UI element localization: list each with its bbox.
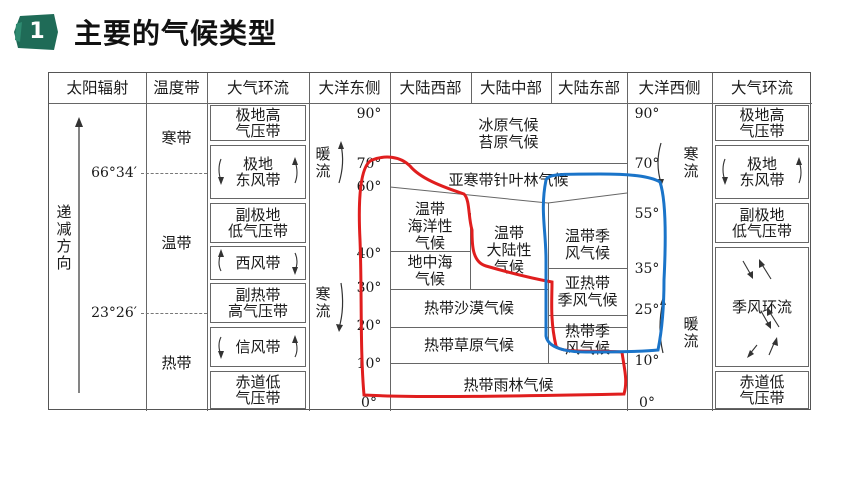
badge-shape-icon xyxy=(14,14,58,50)
climate-ice-tundra: 冰原气候 苔原气候 xyxy=(478,116,539,151)
page-title: 主要的气候类型 xyxy=(74,17,278,50)
westerly-left: 西风带 xyxy=(210,246,306,280)
arctic-circle-line xyxy=(141,173,207,174)
zone-temperate: 温带 xyxy=(161,233,192,252)
climate-temperate-continental: 温带 大陆性 气候 xyxy=(486,223,532,276)
col-divider xyxy=(551,73,552,103)
header-continent-west: 大陆西部 xyxy=(399,78,462,97)
col-divider xyxy=(207,73,208,411)
subtropical-high-left: 副热带 高气压带 xyxy=(210,283,306,323)
tropic-label: 23°26′ xyxy=(91,304,137,321)
lat-right-90: 90° xyxy=(634,105,660,122)
zone-tropical: 热带 xyxy=(161,353,192,372)
zone-cold: 寒带 xyxy=(161,128,192,147)
lat-right-25: 25° xyxy=(634,301,660,318)
lat-left-20: 20° xyxy=(356,317,382,334)
header-temperature-zone: 温度带 xyxy=(153,78,200,97)
line-70 xyxy=(390,163,627,164)
section-number-badge: 1 xyxy=(14,12,60,52)
polar-easterly-label: 极地 东风带 xyxy=(235,155,281,189)
lat-left-40: 40° xyxy=(356,245,382,262)
polar-easterly-left: 极地 东风带 xyxy=(210,145,306,199)
cold-current-east-label: 寒 流 xyxy=(315,285,331,320)
col-divider xyxy=(390,73,391,103)
monsoon-label: 季风环流 xyxy=(731,298,792,316)
equatorial-low-right: 赤道低 气压带 xyxy=(715,371,809,409)
monsoon-right: 季风环流 xyxy=(715,247,809,367)
lat-left-0: 0° xyxy=(361,394,377,411)
title-bar: 1 主要的气候类型 xyxy=(14,10,277,54)
header-solar: 太阳辐射 xyxy=(66,78,129,97)
polar-easterly-label-right: 极地 东风带 xyxy=(739,155,785,189)
climate-tropical-monsoon: 热带季 风气候 xyxy=(564,322,610,357)
lat-left-30: 30° xyxy=(356,279,382,296)
subpolar-low-right: 副极地 低气压带 xyxy=(715,203,809,243)
header-circulation-left: 大气环流 xyxy=(226,78,289,97)
climate-tropical-desert: 热带沙漠气候 xyxy=(423,298,514,317)
lat-right-35: 35° xyxy=(634,260,660,277)
tropic-line xyxy=(141,313,207,314)
lat-left-70: 70° xyxy=(356,155,382,172)
header-continent-center: 大陆中部 xyxy=(479,78,542,97)
col-divider xyxy=(309,73,310,411)
lat-right-55: 55° xyxy=(634,205,660,222)
lat-right-10: 10° xyxy=(634,352,660,369)
climate-savanna: 热带草原气候 xyxy=(423,335,514,354)
lat-left-90: 90° xyxy=(356,105,382,122)
equatorial-low-left: 赤道低 气压带 xyxy=(210,371,306,409)
header-ocean-east: 大洋东侧 xyxy=(318,78,381,97)
climate-mediterranean: 地中海 气候 xyxy=(407,253,453,288)
line-25 xyxy=(548,315,627,316)
header-circulation-right: 大气环流 xyxy=(730,78,793,97)
climate-taiga: 亚寒带针叶林气候 xyxy=(448,170,569,189)
section-number: 1 xyxy=(29,19,45,44)
arctic-circle-label: 66°34′ xyxy=(91,164,137,181)
climate-table: 太阳辐射 温度带 大气环流 大洋东侧 大陆西部 大陆中部 大陆东部 大洋西侧 大… xyxy=(48,72,812,411)
col-divider xyxy=(471,73,472,103)
cold-current-west-label: 寒 流 xyxy=(683,145,699,180)
col-divider xyxy=(146,73,147,411)
lat-right-0: 0° xyxy=(639,394,655,411)
warm-current-east-label: 暖 流 xyxy=(315,145,331,180)
header-ocean-west: 大洋西侧 xyxy=(638,78,701,97)
header-continent-east: 大陆东部 xyxy=(557,78,620,97)
line-35 xyxy=(548,268,627,269)
col-divider xyxy=(712,73,713,411)
polar-high-left: 极地高 气压带 xyxy=(210,105,306,141)
climate-temperate-monsoon: 温带季 风气候 xyxy=(564,227,610,262)
warm-current-west-label: 暖 流 xyxy=(683,315,699,350)
climate-temperate-marine: 温带 海洋性 气候 xyxy=(407,199,453,252)
header-divider xyxy=(49,103,812,104)
lat-right-70: 70° xyxy=(634,155,660,172)
lat-left-10: 10° xyxy=(356,355,382,372)
polar-high-right: 极地高 气压带 xyxy=(715,105,809,141)
line-0 xyxy=(390,363,627,364)
subpolar-low-left: 副极地 低气压带 xyxy=(210,203,306,243)
polar-easterly-right: 极地 东风带 xyxy=(715,145,809,199)
climate-rainforest: 热带雨林气候 xyxy=(463,375,554,394)
decrease-direction-label: 递减方向 xyxy=(54,204,73,272)
climate-subtropical-monsoon: 亚热带 季风气候 xyxy=(557,274,618,309)
trade-wind-left: 信风带 xyxy=(210,327,306,367)
lat-left-60: 60° xyxy=(356,178,382,195)
